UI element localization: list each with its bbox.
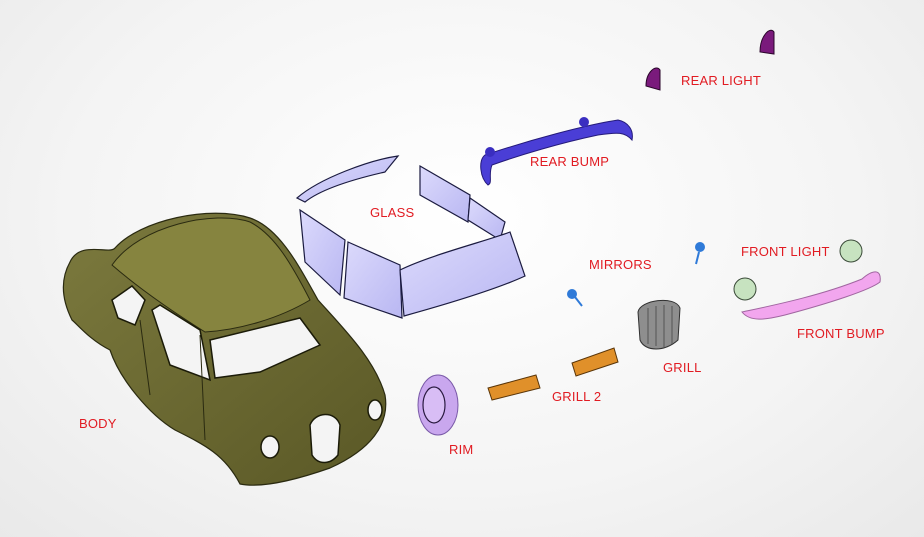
grill-slats (647, 305, 673, 347)
body-rear-window (111, 285, 146, 326)
label-mirrors: MIRRORS (589, 257, 652, 272)
mirror-left-arm (574, 296, 583, 307)
glass-windscreen (399, 231, 526, 317)
body-headlamp-left (260, 435, 280, 459)
glass-side-front (343, 241, 403, 319)
rear-bump-end-right (579, 117, 589, 127)
rear-light-right (759, 29, 775, 55)
label-front-bump: FRONT BUMP (797, 326, 885, 341)
label-rear-bump: REAR BUMP (530, 154, 610, 169)
label-glass: GLASS (370, 205, 415, 220)
glass-part (295, 155, 526, 319)
glass-side-rear (299, 208, 346, 297)
body-door-line (199, 334, 206, 441)
rear-light-left (645, 67, 661, 91)
mirror-right (695, 242, 705, 252)
mirrors-part (567, 242, 705, 307)
body-door-line-rear (139, 319, 151, 396)
rear-bump-end-left (485, 147, 495, 157)
mirror-right-arm (695, 251, 700, 265)
body-grill-opening (309, 413, 341, 464)
glass-rear-screen (295, 155, 400, 203)
label-body: BODY (79, 416, 117, 431)
front-bump-part (741, 271, 881, 320)
label-grill: GRILL (663, 360, 702, 375)
label-front-light: FRONT LIGHT (741, 244, 830, 259)
rear-light-part (645, 29, 775, 91)
rim-part (417, 374, 459, 436)
label-rim: RIM (449, 442, 474, 457)
label-rear-light: REAR LIGHT (681, 73, 762, 88)
grill-shape (637, 299, 681, 350)
front-light-left (733, 277, 757, 301)
body-headlamp-right (367, 399, 383, 421)
grill-2-left (487, 374, 541, 401)
glass-side-far-2 (467, 196, 506, 241)
body-roof (111, 217, 311, 333)
body-side-window (151, 304, 212, 382)
mirror-left (567, 289, 577, 299)
glass-side-far (419, 164, 471, 223)
grill-2-part (487, 347, 619, 401)
rear-bump-part (480, 117, 633, 186)
front-light-part (733, 239, 863, 301)
front-light-right (839, 239, 863, 263)
rim-face (422, 386, 446, 424)
grill-part (637, 299, 681, 350)
body-front-window (209, 317, 322, 379)
rear-bump-bar (480, 119, 633, 186)
grill-2-right (571, 347, 619, 377)
car-body-part (62, 212, 387, 486)
label-grill-2: GRILL 2 (552, 389, 602, 404)
